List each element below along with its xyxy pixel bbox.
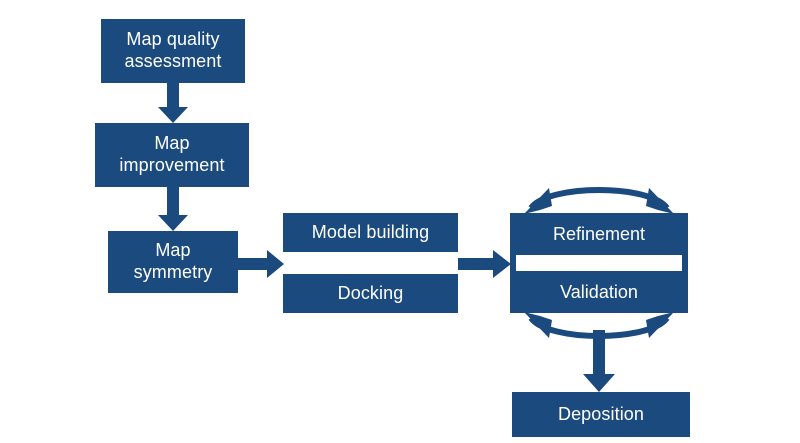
cycle-divider-gap — [516, 255, 682, 271]
node-refinement-validation-cycle[interactable]: Refinement Validation — [510, 213, 688, 313]
node-docking[interactable]: Docking — [283, 274, 458, 313]
node-map-symmetry[interactable]: Map symmetry — [108, 231, 238, 293]
node-docking-label: Docking — [337, 282, 404, 303]
node-validation-label-text: Validation — [560, 281, 638, 302]
arrow-improvement-to-symmetry — [158, 187, 188, 231]
node-map-quality-assessment-label: Map quality assessment — [124, 29, 222, 71]
node-model-building[interactable]: Model building — [283, 213, 458, 252]
node-map-quality-assessment[interactable]: Map quality assessment — [101, 19, 245, 83]
arrow-symmetry-to-modeling — [238, 250, 284, 278]
arrow-quality-to-improvement — [158, 83, 188, 123]
node-refinement-label-text: Refinement — [552, 223, 646, 244]
node-deposition-label: Deposition — [557, 403, 645, 424]
node-validation[interactable]: Validation — [510, 271, 688, 313]
arc-refinement-validation-bottom — [524, 312, 674, 339]
arrow-modeling-to-cycle — [458, 250, 511, 278]
node-model-building-label: Model building — [311, 221, 430, 242]
node-refinement[interactable]: Refinement — [510, 213, 688, 255]
arc-refinement-validation-top — [524, 187, 674, 214]
node-map-improvement-label: Map improvement — [119, 133, 225, 175]
node-map-improvement[interactable]: Map improvement — [95, 123, 249, 187]
node-map-symmetry-label: Map symmetry — [133, 240, 213, 282]
arrow-cycle-to-deposition — [583, 330, 615, 392]
node-deposition[interactable]: Deposition — [512, 392, 690, 437]
